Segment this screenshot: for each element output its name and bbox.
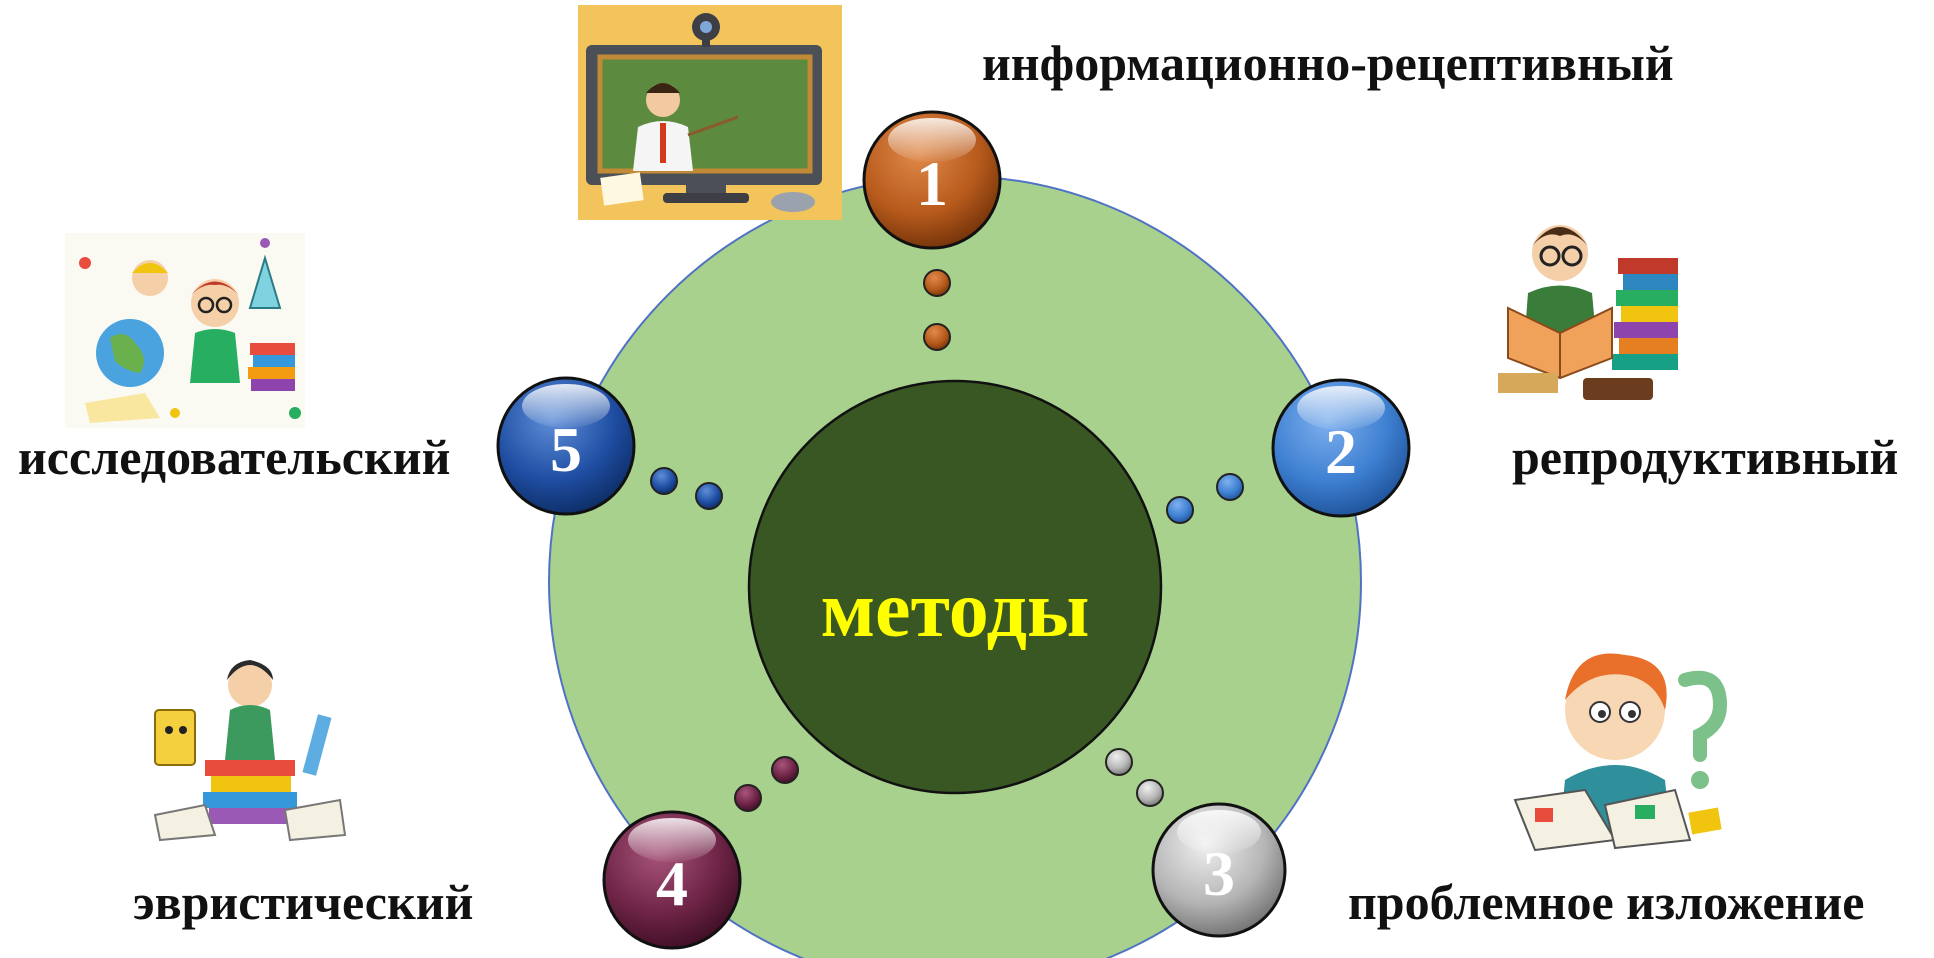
connector-dot	[1216, 473, 1244, 501]
connector-dot	[734, 784, 762, 812]
connector-dot	[1166, 496, 1194, 524]
connector-dot	[650, 467, 678, 495]
method-1-bubble: 1	[862, 110, 1002, 250]
connector-dot	[695, 482, 723, 510]
method-1-label: информационно-рецептивный	[982, 35, 1674, 91]
method-2-bubble: 2	[1271, 378, 1411, 518]
thinking-boy-question-picture	[1505, 640, 1735, 860]
method-3-bubble: 3	[1151, 802, 1287, 938]
kids-science-collage-picture	[65, 233, 305, 428]
method-2-label: репродуктивный	[1512, 429, 1899, 485]
method-4-label: эвристический	[133, 874, 474, 930]
method-4-bubble: 4	[602, 810, 742, 950]
method-5-bubble: 5	[496, 376, 636, 516]
boy-reading-books-picture	[1488, 208, 1688, 408]
method-5-label: исследовательский	[18, 429, 451, 485]
method-5-number: 5	[550, 414, 582, 485]
connector-dot	[771, 756, 799, 784]
connector-dot	[923, 269, 951, 297]
connector-dot	[1136, 779, 1164, 807]
method-1-number: 1	[916, 148, 948, 219]
method-4-number: 4	[656, 848, 688, 919]
method-3-number: 3	[1203, 838, 1235, 909]
connector-dot	[923, 323, 951, 351]
teacher-monitor-picture	[578, 5, 842, 220]
method-2-number: 2	[1325, 416, 1357, 487]
connector-dot	[1105, 748, 1133, 776]
inner-circle	[747, 379, 1163, 795]
method-3-label: проблемное изложение	[1348, 874, 1865, 930]
center-label: методы	[821, 566, 1090, 654]
girl-with-books-picture	[145, 640, 355, 850]
